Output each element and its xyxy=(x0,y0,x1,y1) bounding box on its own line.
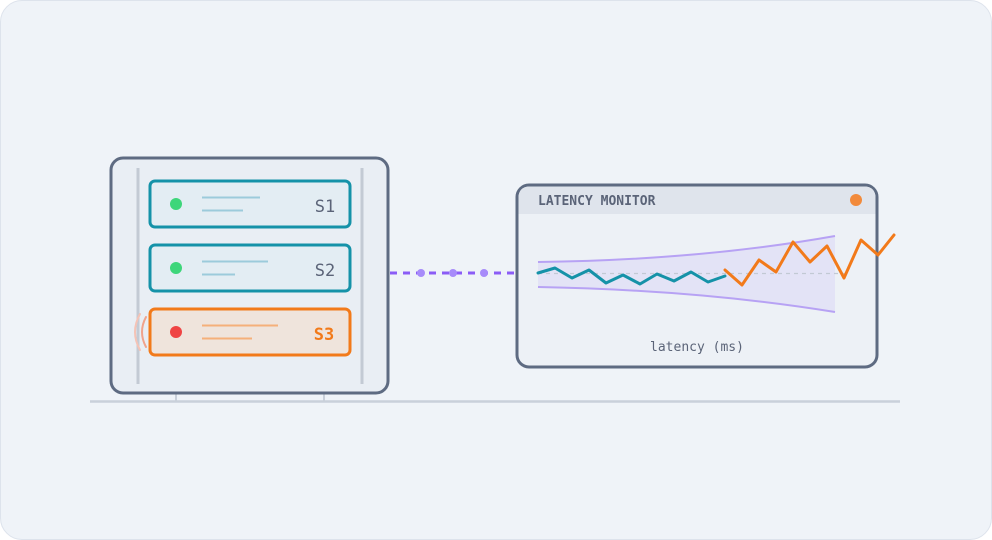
alert-wave-icon xyxy=(134,313,141,351)
status-led-ok xyxy=(170,198,182,210)
monitor-title: LATENCY MONITOR xyxy=(538,194,656,209)
monitor-header xyxy=(518,186,876,214)
server-unit-s3[interactable]: S3 xyxy=(148,307,352,357)
status-led-fail xyxy=(170,326,182,338)
server-label: S3 xyxy=(314,325,334,345)
latency-monitor-panel: LATENCY MONITOR latency (ms) xyxy=(515,183,896,369)
latency-series-normal xyxy=(536,266,727,286)
server-label: S2 xyxy=(315,261,335,281)
server-unit-s1[interactable]: S1 xyxy=(148,179,352,229)
status-led-ok xyxy=(170,262,182,274)
alert-wave-icon xyxy=(141,316,147,348)
server-box xyxy=(148,307,352,357)
band-lower-line xyxy=(537,286,836,313)
axis-label: latency (ms) xyxy=(650,340,744,355)
server-box xyxy=(148,179,352,229)
server-box xyxy=(148,243,352,293)
server-unit-s2[interactable]: S2 xyxy=(148,243,352,293)
server-label: S1 xyxy=(315,197,335,217)
packet-dot xyxy=(417,269,425,277)
band-upper-line xyxy=(537,235,836,263)
packet-dot xyxy=(449,269,457,277)
packet-dot xyxy=(480,269,488,277)
alert-indicator-icon xyxy=(850,194,862,206)
connection-link xyxy=(390,269,516,277)
latency-series-spike xyxy=(723,233,896,287)
server-rack: S1 S2 S3 xyxy=(109,156,390,395)
